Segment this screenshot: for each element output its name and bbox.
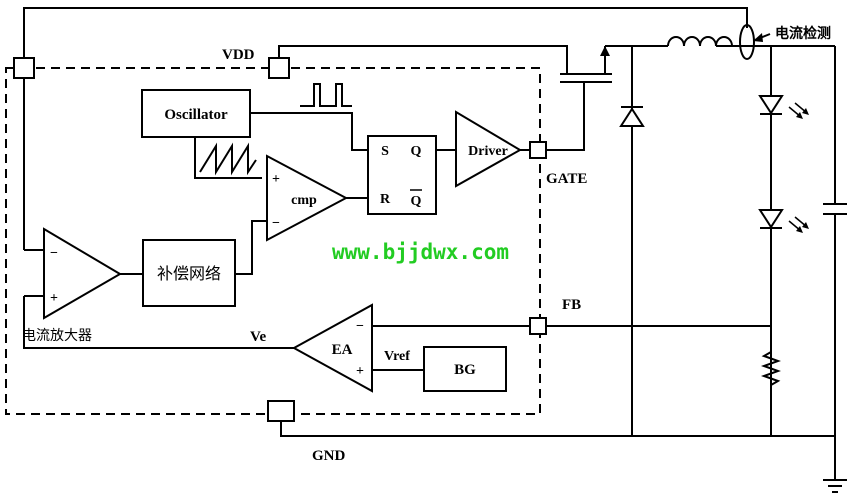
vdd-label: VDD: [222, 47, 255, 63]
error-amp-plus-sign: +: [356, 364, 364, 379]
sawtooth-waveform: [194, 137, 262, 179]
cap-gap: [830, 204, 840, 214]
driver-label: Driver: [468, 144, 508, 159]
sense-arrow: [753, 33, 763, 42]
wire-vdd: [278, 45, 568, 66]
wire-amp-plus: [23, 296, 294, 349]
pin-pad-gnd: [267, 400, 295, 422]
sr-latch-block: [367, 135, 437, 215]
wire-gnd: [280, 421, 835, 437]
led-1: [758, 95, 809, 119]
inductor-coil: [667, 36, 733, 47]
gnd-label: GND: [312, 448, 346, 464]
sawtooth-wave: [199, 142, 257, 176]
comparator-minus-sign: −: [272, 216, 280, 231]
ve-label: Ve: [250, 329, 266, 345]
wire-sense-top: [23, 7, 748, 58]
pin-pad-fb: [529, 317, 547, 335]
current-sense-coil: [739, 24, 755, 60]
error-amp-label: EA: [332, 342, 353, 358]
driver-triangle: [455, 110, 522, 188]
compensation-label: 补偿网络: [157, 264, 221, 283]
wire-osc-to-s: [250, 112, 368, 151]
pin-pad-vdd: [268, 57, 290, 79]
comparator-label: cmp: [291, 193, 317, 208]
error-amp-triangle: [291, 303, 373, 393]
comparator-plus-sign: +: [272, 172, 280, 187]
compensation-block: [142, 239, 236, 307]
current-amp-minus-sign: −: [50, 246, 58, 261]
pin-pad-gate: [529, 141, 547, 159]
fb-label: FB: [562, 297, 581, 313]
bandgap-label: BG: [454, 362, 476, 378]
pulse-waveform: [300, 83, 352, 107]
oscillator-label: Oscillator: [164, 107, 228, 123]
latch-qbar-label: Q: [411, 194, 422, 209]
ground-symbol: [823, 479, 847, 493]
mosfet-symbol: [546, 46, 612, 151]
sense-resistor: [761, 348, 781, 388]
latch-s-label: S: [381, 144, 389, 159]
led-2: [758, 209, 809, 233]
freewheel-diode: [619, 106, 645, 127]
watermark-text: www.bjjdwx.com: [332, 240, 509, 264]
error-amp-minus-sign: −: [356, 319, 364, 334]
gate-label: GATE: [546, 171, 587, 187]
pin-pad-current-sense: [13, 57, 35, 79]
vref-label: Vref: [384, 349, 410, 364]
current-sense-label: 电流检测: [775, 25, 831, 42]
bandgap-block: [423, 346, 507, 392]
wire-comp-to-cmp: [235, 220, 267, 275]
latch-r-label: R: [380, 192, 391, 207]
comparator-triangle: [266, 154, 349, 242]
current-amp-triangle: [43, 227, 122, 320]
latch-q-label: Q: [411, 144, 422, 159]
current-amp-label: 电流放大器: [22, 328, 92, 344]
current-amp-plus-sign: +: [50, 291, 58, 306]
